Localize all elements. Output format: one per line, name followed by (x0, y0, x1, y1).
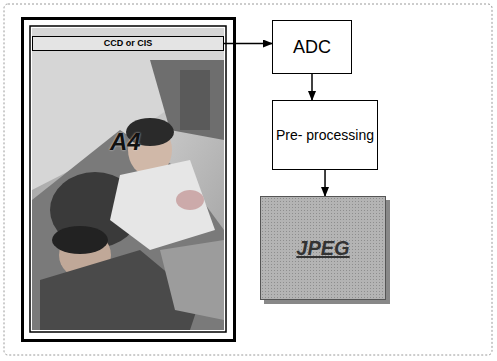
node-text: Pre- processing (276, 127, 374, 143)
sensor-bar: CCD or CIS (32, 36, 224, 51)
flow-arrow (224, 43, 272, 45)
node-text: CCD or CIS (104, 38, 153, 48)
flow-arrow (311, 74, 313, 100)
output-box: JPEG (260, 196, 386, 300)
flow-arrow (324, 170, 326, 196)
process-box: Pre- processing (272, 100, 378, 170)
node-text: ADC (293, 37, 331, 58)
node-text: JPEG (296, 237, 349, 260)
paper-size-label: A4 (110, 128, 141, 156)
outer-frame (4, 4, 492, 355)
process-box: ADC (272, 20, 352, 74)
scanner-frame (23, 19, 235, 341)
photo (32, 28, 224, 330)
scanner-bed (30, 26, 226, 332)
